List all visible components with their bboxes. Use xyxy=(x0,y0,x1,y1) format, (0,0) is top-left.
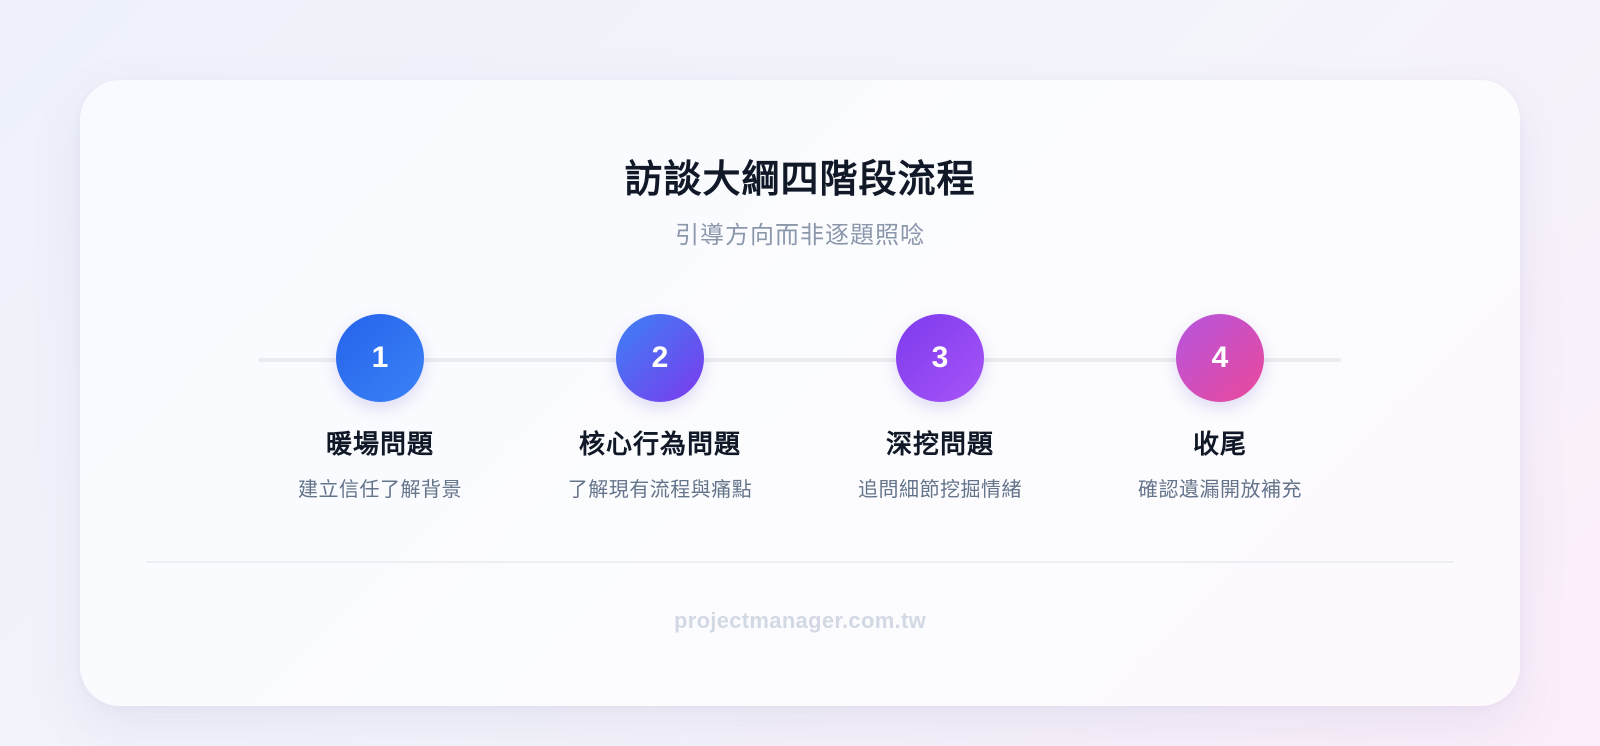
step-title: 深挖問題 xyxy=(885,429,994,459)
step-description: 確認遺漏開放補充 xyxy=(1138,479,1302,501)
step-number-badge: 3 xyxy=(896,314,984,402)
footer-watermark: projectmanager.com.tw xyxy=(673,608,927,633)
step-number-badge: 1 xyxy=(336,314,424,402)
step-title: 暖場問題 xyxy=(325,429,434,459)
step-title: 核心行為問題 xyxy=(578,429,741,459)
step-4: 4 收尾 確認遺漏開放補充 xyxy=(1080,314,1360,502)
page-subtitle: 引導方向而非逐題照唸 xyxy=(675,222,925,249)
flow-card: 訪談大綱四階段流程 引導方向而非逐題照唸 1 暖場問題 建立信任了解背景 2 核… xyxy=(80,80,1520,706)
timeline-track xyxy=(258,358,1341,362)
step-description: 追問細節挖掘情緒 xyxy=(858,479,1022,501)
step-description: 了解現有流程與痛點 xyxy=(567,479,753,501)
step-description: 建立信任了解背景 xyxy=(298,479,462,501)
step-1: 1 暖場問題 建立信任了解背景 xyxy=(240,314,520,502)
step-3: 3 深挖問題 追問細節挖掘情緒 xyxy=(800,314,1080,502)
footer-divider xyxy=(146,561,1454,563)
step-title: 收尾 xyxy=(1192,429,1247,459)
step-number-badge: 4 xyxy=(1176,314,1264,402)
step-2: 2 核心行為問題 了解現有流程與痛點 xyxy=(520,314,800,502)
page-title: 訪談大綱四階段流程 xyxy=(624,159,976,201)
step-number-badge: 2 xyxy=(616,314,704,402)
